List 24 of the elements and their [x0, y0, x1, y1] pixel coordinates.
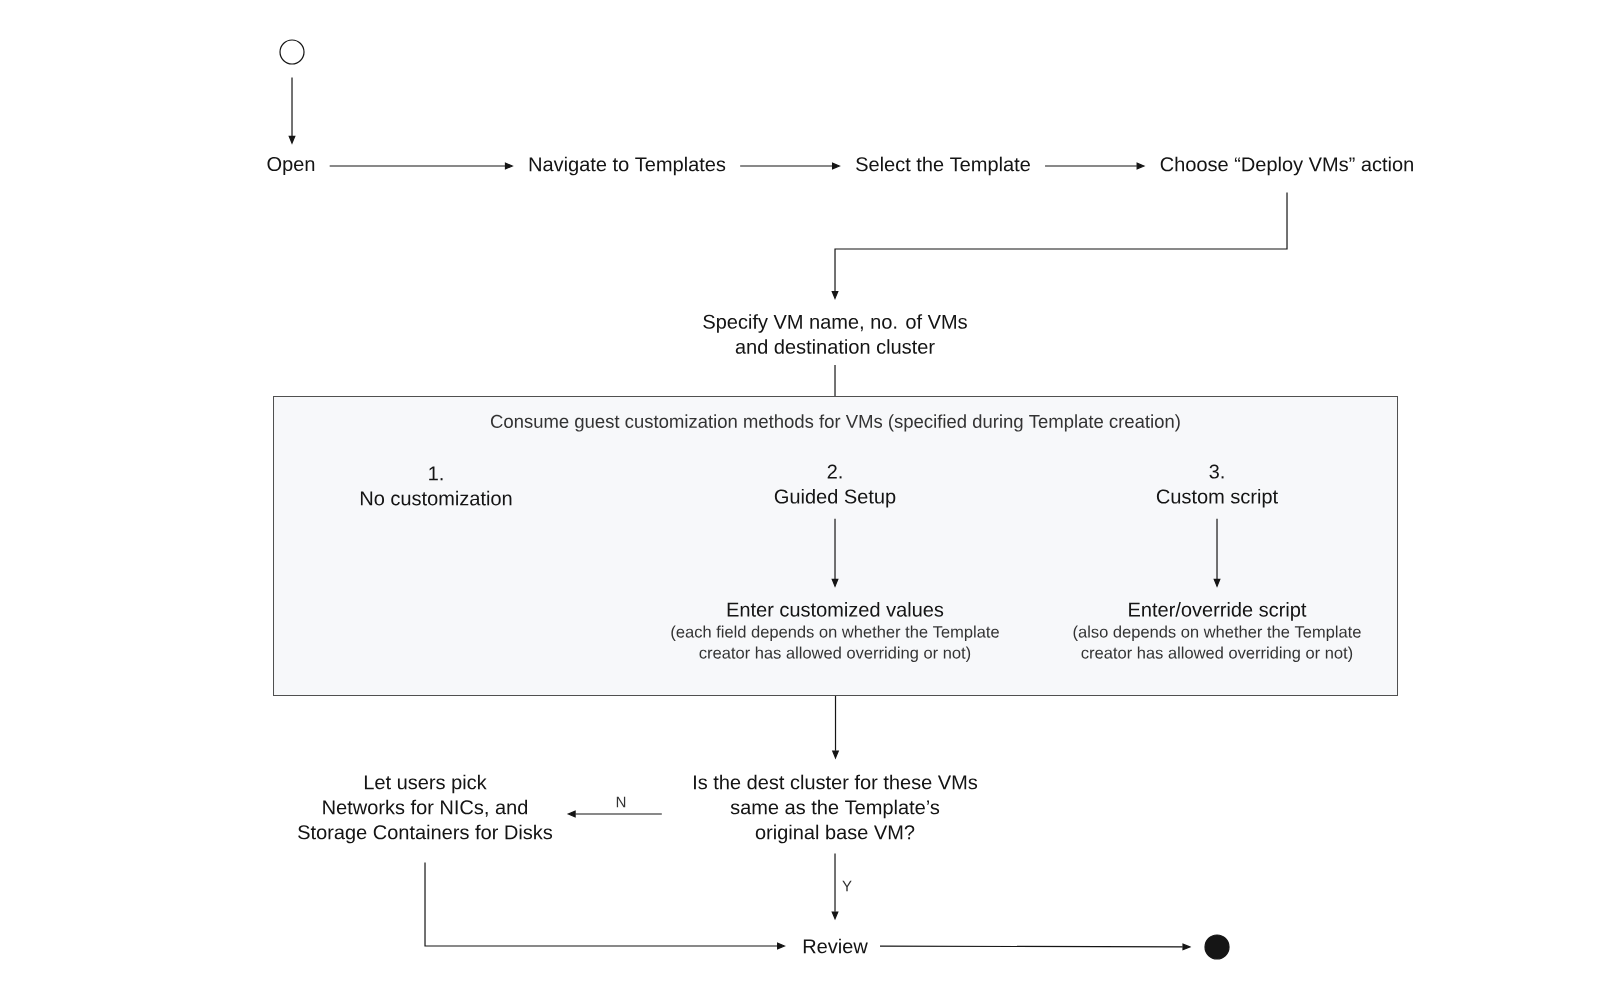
- option-number: 1.: [429, 466, 443, 481]
- end-circle: [1204, 934, 1230, 960]
- step-text: Enter customized values: [727, 602, 944, 617]
- step-text: Specify VM name, no. of VMs and destination cluster: [703, 314, 967, 354]
- connector-line: [834, 364, 836, 397]
- start-circle: [279, 39, 305, 65]
- step-text: Enter/override script: [1129, 602, 1307, 621]
- question-text: Is the dest cluster for these VMs same as the Template’s original base VM?: [694, 774, 978, 844]
- step-text: Open: [267, 156, 315, 176]
- edge-label: Y: [840, 878, 854, 894]
- edge-label: N: [613, 794, 629, 810]
- step-text: Navigate to Templates: [529, 156, 726, 176]
- step-text: Let users pick Networks for NICs, and Storage Containers for Disks: [298, 774, 553, 844]
- step-note: (each field depends on whether the Template creator has allowed overriding or not): [671, 625, 999, 662]
- step-text: Review: [803, 938, 868, 954]
- step-text: Select the Template: [856, 156, 1030, 176]
- step-note: (also depends on whether the Template creator has allowed overriding or not): [1073, 625, 1361, 662]
- option-number: 3.: [1209, 464, 1224, 479]
- option-heading: Guided Setup: [774, 488, 896, 508]
- panel-title: Consume guest customization methods for VMs (specified during Template creation): [490, 414, 1180, 432]
- option-number: 2.: [827, 464, 842, 479]
- option-heading: No customization: [360, 490, 512, 506]
- step-text: Choose “Deploy VMs” action: [1160, 156, 1413, 176]
- option-heading: Custom script: [1156, 488, 1278, 508]
